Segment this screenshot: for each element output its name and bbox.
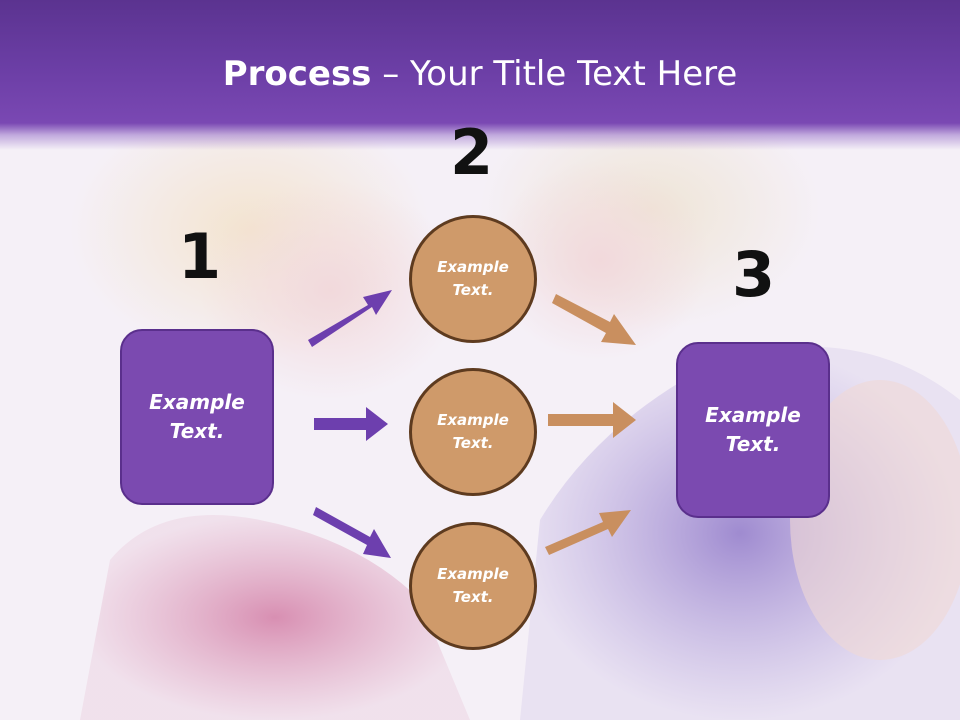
- step-number-1: 1: [178, 220, 222, 293]
- right-box: Example Text.: [676, 342, 830, 518]
- left-box: Example Text.: [120, 329, 274, 505]
- arrow-right-purple-icon: [314, 407, 388, 441]
- arrow-up-right-purple-icon: [308, 290, 392, 347]
- circle-top-text: Example Text.: [437, 258, 509, 299]
- step-number-3: 3: [732, 238, 776, 311]
- circle-bottom: Example Text.: [409, 522, 537, 650]
- arrow-up-right-orange-icon: [545, 510, 631, 555]
- step-number-2: 2: [450, 116, 494, 189]
- slide-title: Process – Your Title Text Here: [0, 52, 960, 96]
- left-box-text: Example Text.: [149, 390, 245, 443]
- circle-middle-text: Example Text.: [437, 411, 509, 452]
- title-rest: – Your Title Text Here: [371, 54, 738, 94]
- arrow-right-orange-icon: [548, 402, 636, 438]
- circle-bottom-text: Example Text.: [437, 565, 509, 606]
- arrow-down-right-purple-icon: [313, 507, 391, 558]
- circle-middle: Example Text.: [409, 368, 537, 496]
- arrow-down-right-orange-icon: [552, 294, 636, 345]
- title-bar: [0, 0, 960, 150]
- arrows-left: [308, 290, 392, 558]
- right-box-text: Example Text.: [705, 403, 801, 456]
- circle-top: Example Text.: [409, 215, 537, 343]
- title-bold: Process: [222, 54, 372, 94]
- arrows-right: [545, 294, 636, 555]
